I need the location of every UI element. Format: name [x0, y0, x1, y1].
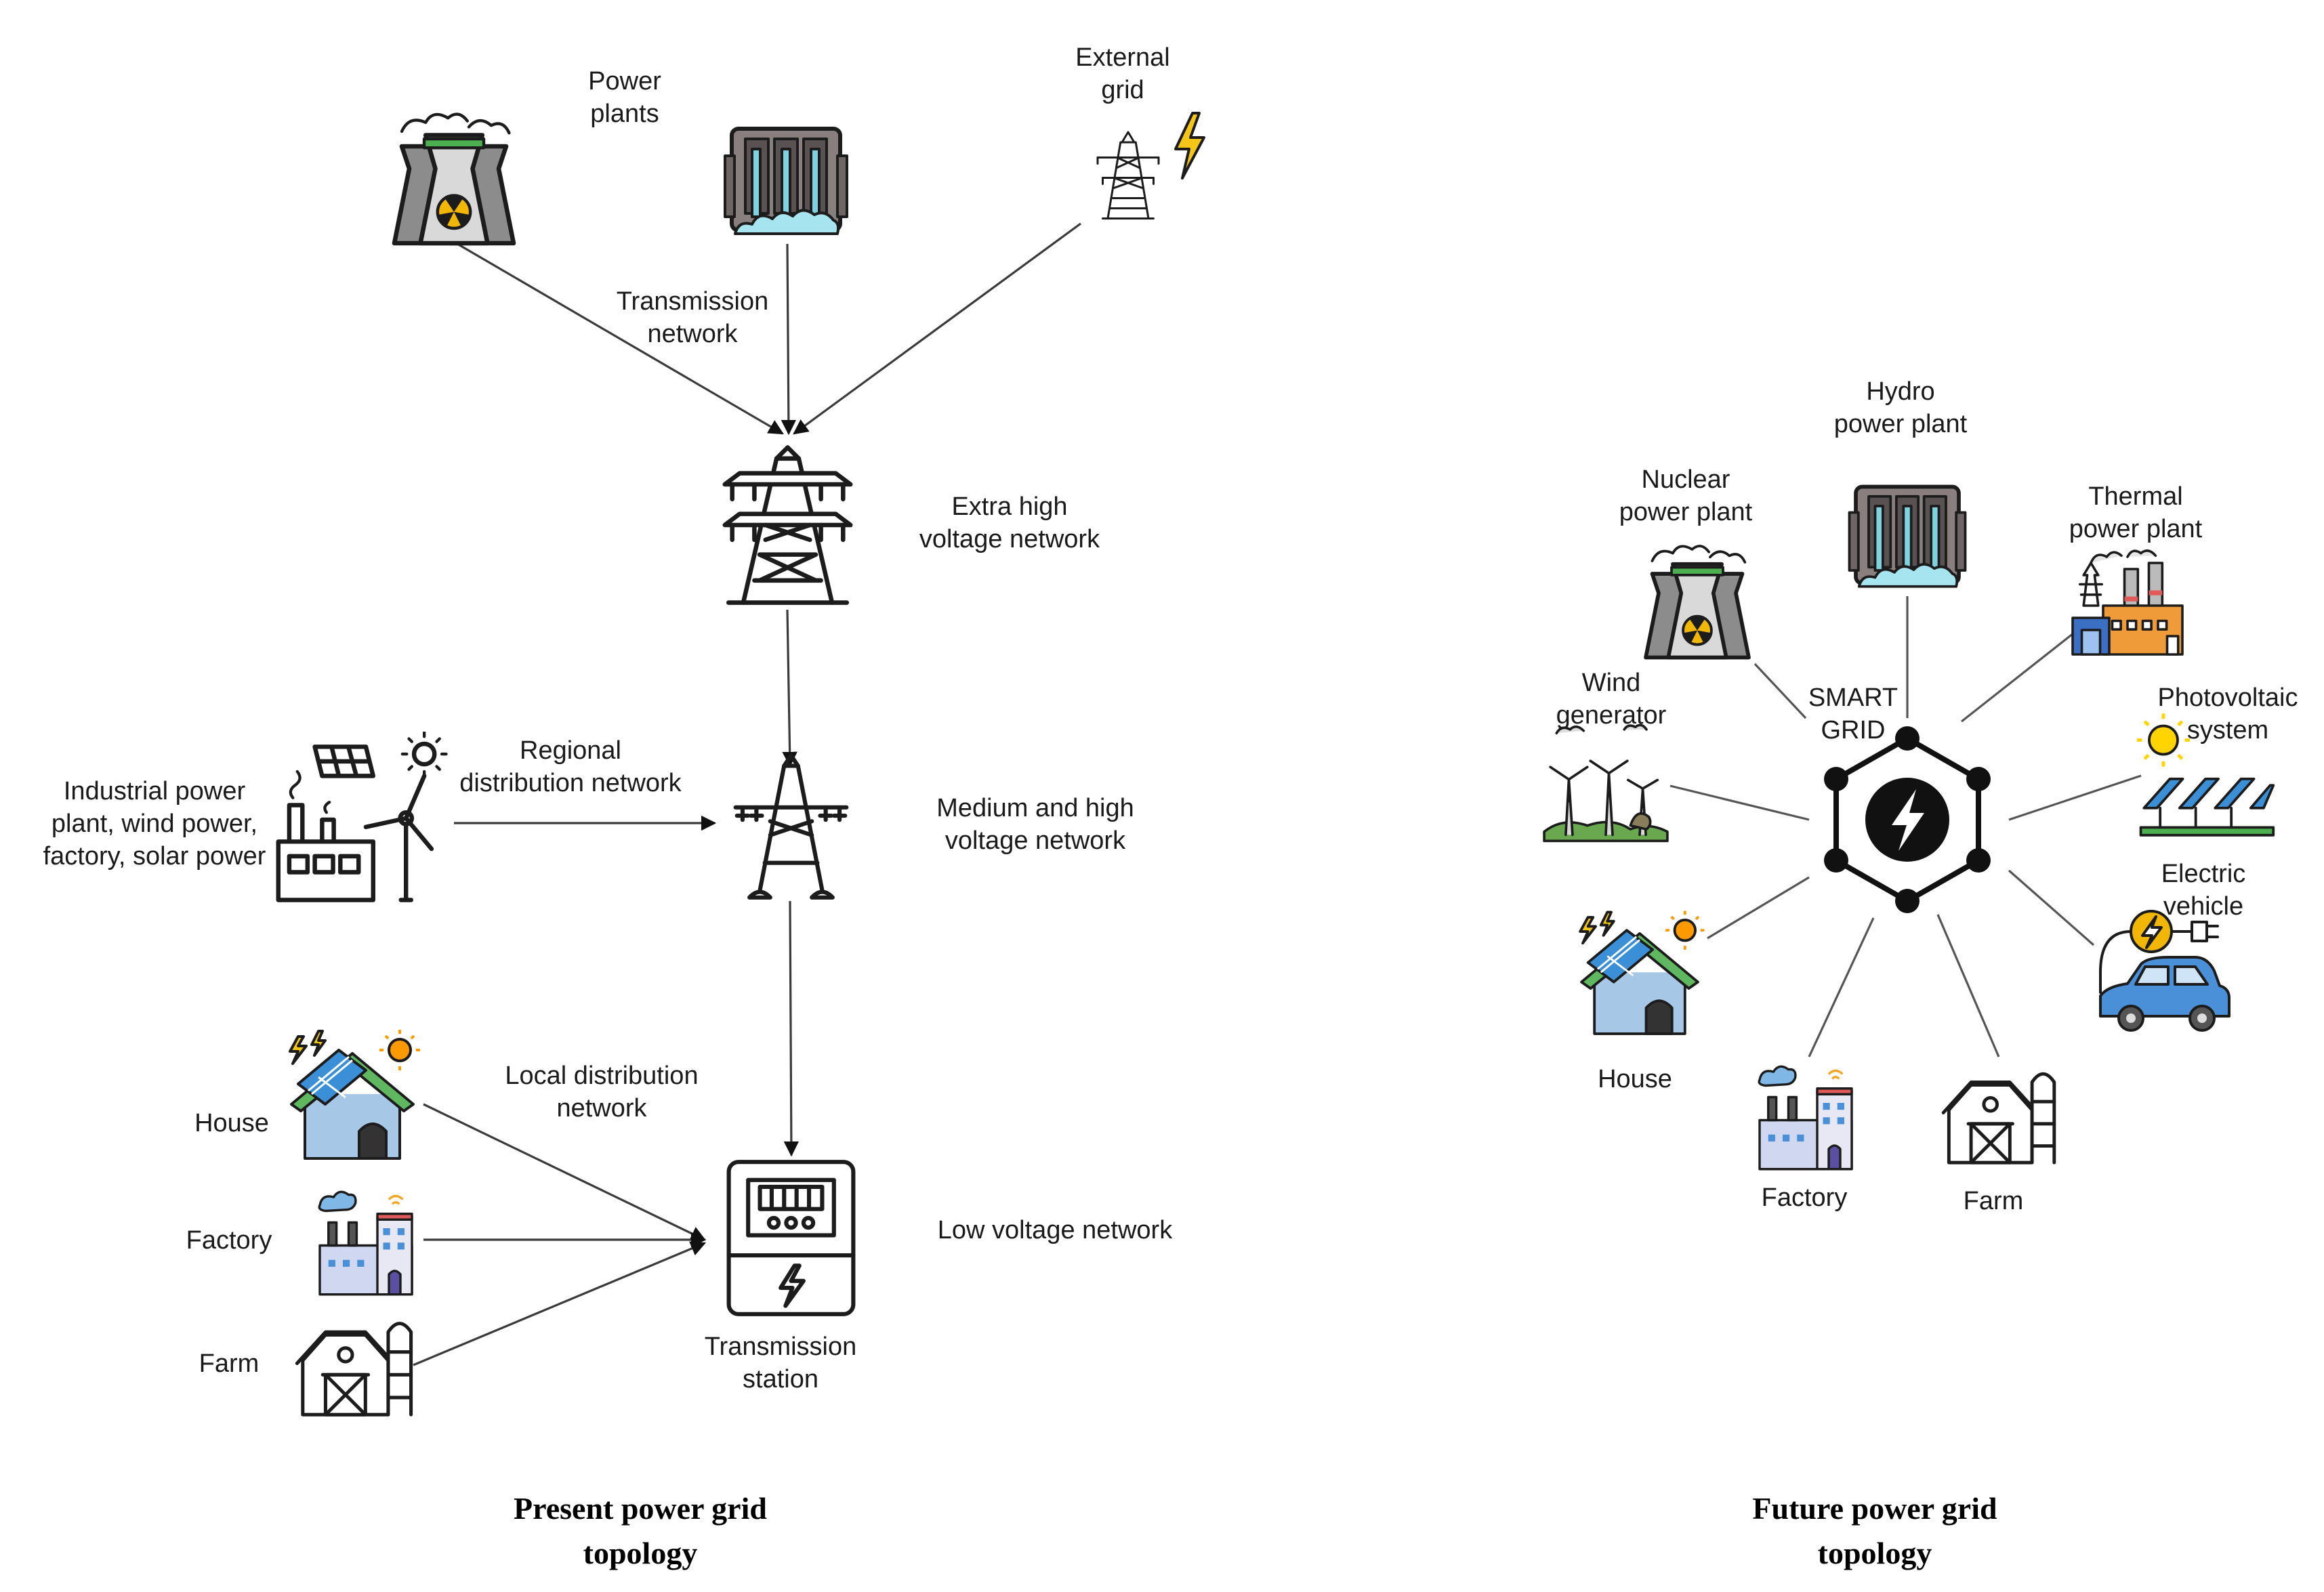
label-low-voltage: Low voltage network — [938, 1216, 1173, 1244]
spoke-photovoltaic — [2008, 774, 2142, 821]
smart-grid-hub-icon — [1824, 726, 1991, 913]
lightning-bolt-icon — [1174, 112, 1205, 180]
extra-high-voltage-tower-icon — [725, 447, 850, 602]
electric-vehicle-icon — [2100, 911, 2229, 1030]
label-farm: Farm — [199, 1349, 260, 1378]
spoke-ev — [2008, 869, 2095, 946]
hydro-power-plant-icon — [1850, 487, 1966, 587]
spoke-farm — [1936, 914, 2000, 1057]
edge-ehv-to-mv — [782, 609, 797, 768]
farm-barn-icon — [1943, 1074, 2054, 1162]
industrial-cluster-icon — [278, 732, 447, 900]
factory-icon — [1758, 1065, 1853, 1171]
transmission-tower-icon — [1096, 131, 1160, 220]
edge-hydro-to-ehv — [781, 243, 797, 436]
label-house: House — [194, 1109, 269, 1137]
house-solar-icon — [1579, 909, 1706, 1035]
wind-generator-icon — [1543, 724, 1669, 843]
label-house: House — [1598, 1065, 1672, 1093]
nuclear-plant-icon — [394, 114, 514, 243]
edge-plants-to-ehv — [457, 243, 784, 435]
present-connectors — [413, 222, 1081, 1366]
label-factory: Factory — [186, 1226, 272, 1255]
label-farm: Farm — [1964, 1187, 2024, 1215]
farm-barn-icon — [297, 1324, 411, 1415]
edge-external-to-ehv — [793, 222, 1081, 435]
spoke-factory — [1808, 917, 1875, 1057]
edge-mv-to-station — [783, 900, 800, 1157]
label-factory: Factory — [1762, 1183, 1848, 1212]
spoke-thermal — [1961, 632, 2074, 723]
hydro-dam-icon — [725, 129, 847, 234]
edge-house-to-station — [423, 1103, 707, 1241]
spoke-wind — [1669, 784, 1810, 821]
thermal-power-plant-icon — [2071, 549, 2184, 656]
transmission-station-meter-icon — [729, 1162, 854, 1314]
edge-farm-to-station — [413, 1241, 707, 1366]
factory-icon — [318, 1190, 413, 1296]
future-connectors — [1669, 596, 2142, 1057]
nuclear-power-plant-icon — [1646, 546, 1749, 657]
spoke-house — [1707, 876, 1810, 940]
medium-voltage-tower-icon — [736, 755, 847, 898]
house-solar-icon — [289, 1030, 421, 1160]
spoke-nuclear — [1754, 663, 1807, 719]
